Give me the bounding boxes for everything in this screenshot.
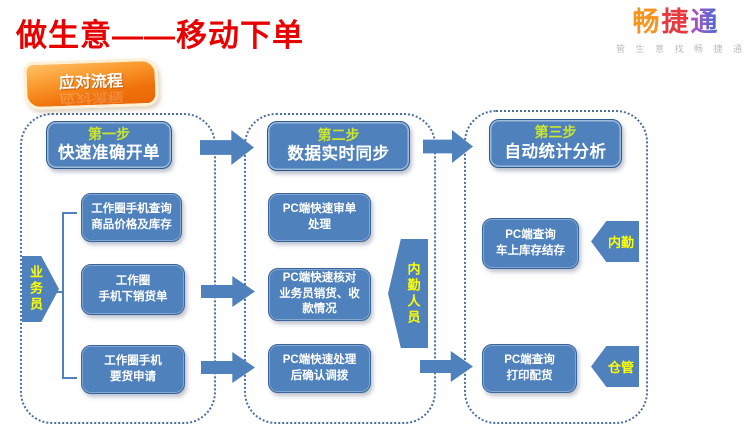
step2-name: 数据实时同步 — [287, 145, 390, 164]
ribbon-label-reflection: 应对流程 — [59, 89, 124, 105]
logo-char-2: 捷 — [661, 7, 691, 37]
step3-number: 第三步 — [534, 124, 577, 141]
logo-char-3: 通 — [690, 7, 720, 37]
step2-header: 第二步 数据实时同步 — [267, 121, 410, 171]
step2-box-order-review: PC端快速审单 处理 — [268, 193, 371, 242]
step3-name: 自动统计分析 — [504, 142, 607, 161]
step2-number: 第二步 — [317, 126, 360, 143]
step2-container — [244, 113, 436, 424]
slide-title: 做生意——移动下单 — [16, 18, 304, 53]
logo-slogan: 管 生 意 找 畅 捷 通 — [616, 44, 747, 55]
step3-box-van-stock-query: PC端查询 车上库存结存 — [482, 218, 579, 269]
salesman-bracket — [62, 212, 77, 379]
warehouse-role-label: 仓管 — [607, 360, 634, 375]
chanjet-logo-wordmark: 畅捷通 — [616, 6, 736, 38]
office-staff-small-role-label: 内勤 — [607, 235, 634, 250]
step1-header: 第一步 快速准确开单 — [46, 121, 172, 169]
logo-char-1: 畅 — [632, 7, 662, 37]
salesman-bracket-tick — [56, 291, 64, 293]
step3-container — [464, 110, 648, 424]
step1-box-goods-request: 工作圈手机 要货申请 — [81, 345, 185, 394]
ribbon-banner: 应对流程 应对流程 — [23, 57, 159, 111]
step1-number: 第一步 — [88, 125, 130, 142]
step2-box-check-sales-payment: PC端快速核对 业务员销货、收 款情况 — [268, 268, 371, 321]
step1-box-mobile-sales-order: 工作圈 手机下销货单 — [81, 264, 185, 315]
chanjet-logo: 畅捷通 管 生 意 找 畅 捷 通 — [616, 6, 747, 55]
step2-box-confirm-transfer: PC端快速处理 后确认调拨 — [268, 344, 371, 393]
step1-name: 快速准确开单 — [58, 144, 160, 163]
step3-box-print-picking: PC端查询 打印配货 — [482, 344, 577, 393]
office-staff-role-label: 内勤人员 — [405, 261, 421, 326]
step1-container — [20, 113, 216, 424]
salesman-role-label: 业务员 — [28, 265, 43, 313]
step1-box-query-price-stock: 工作圈手机查询 商品价格及库存 — [81, 193, 182, 242]
step3-header: 第三步 自动统计分析 — [489, 119, 622, 168]
